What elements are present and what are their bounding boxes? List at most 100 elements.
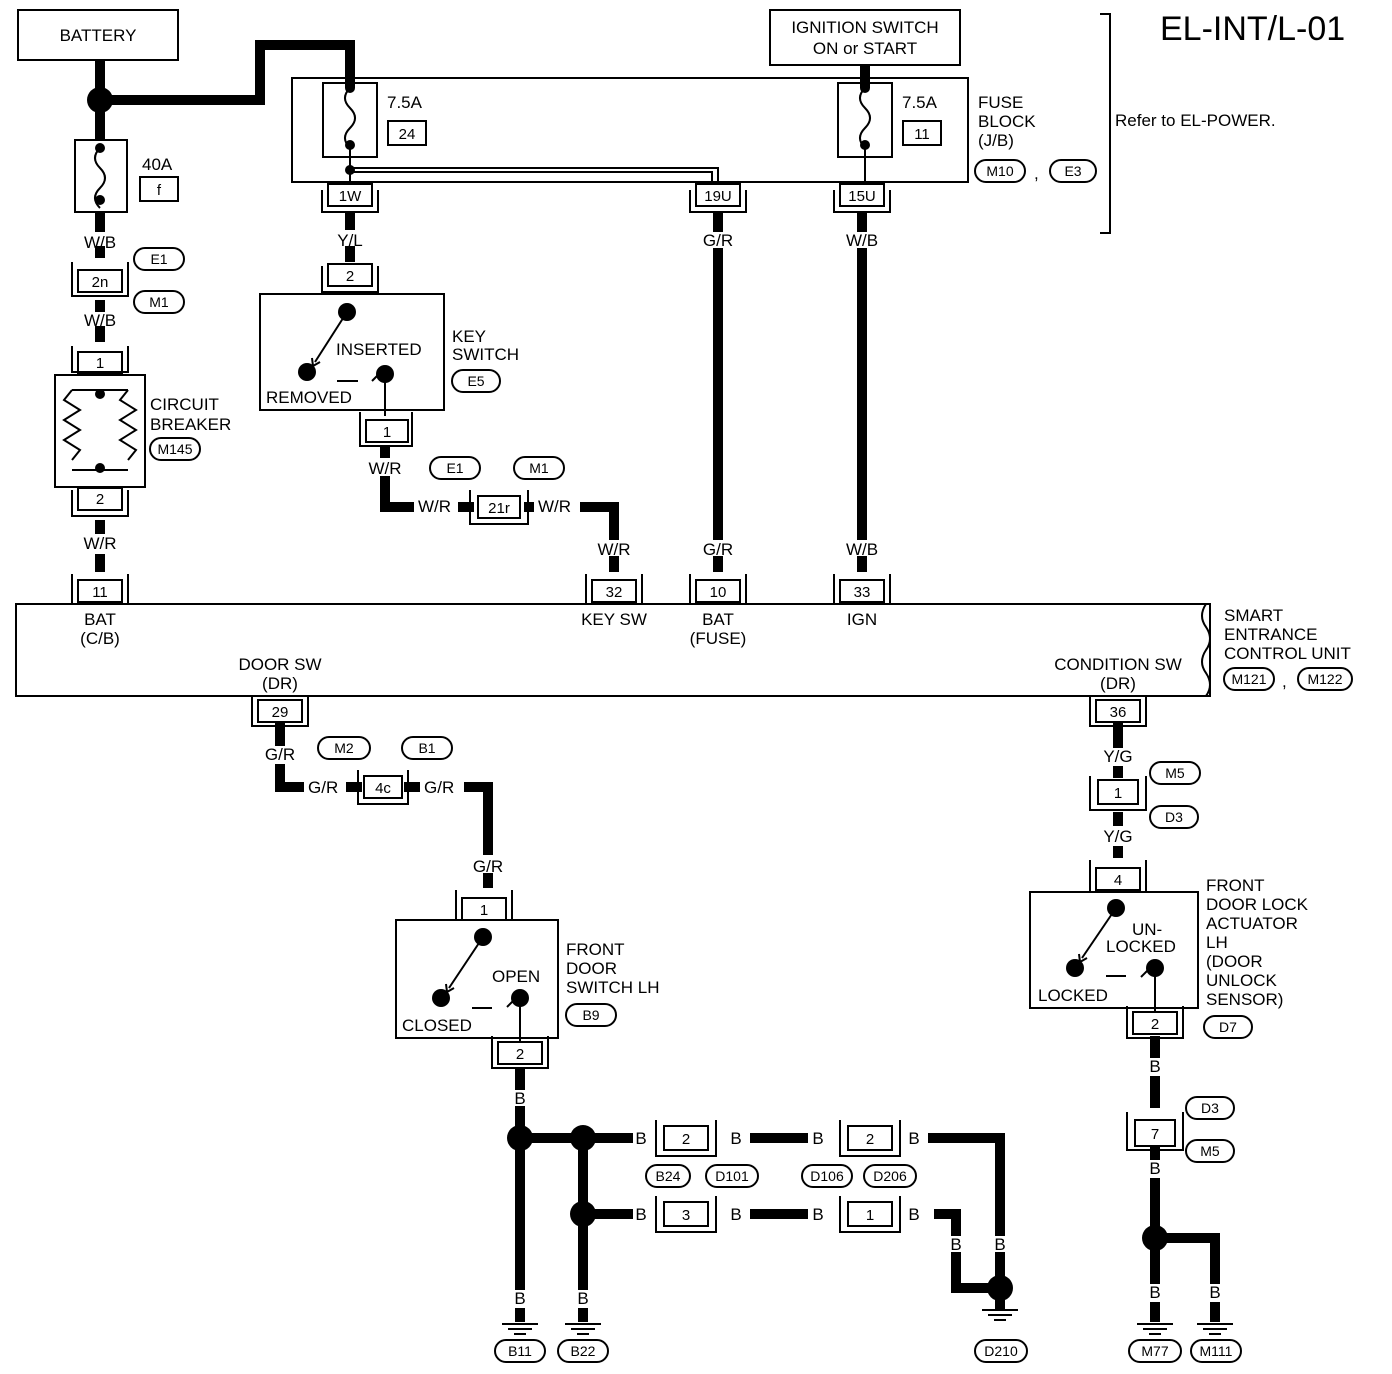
ground-splice-2 bbox=[570, 1125, 596, 1151]
fuse-24-amp: 7.5A bbox=[387, 93, 423, 112]
ground-m77: M77 bbox=[1141, 1343, 1168, 1359]
wire-b-r1c: B bbox=[812, 1129, 823, 1148]
actuator-label-7: SENSOR) bbox=[1206, 990, 1283, 1009]
terminal-1w: 1W bbox=[339, 188, 362, 205]
unit-label-cb: (C/B) bbox=[80, 629, 120, 648]
wire-gr-mid: G/R bbox=[703, 540, 733, 559]
unit-label-condition-dr: (DR) bbox=[1100, 674, 1136, 693]
battery-box bbox=[17, 9, 179, 61]
connector-d101: D101 bbox=[715, 1168, 749, 1184]
refer-text: Refer to EL-POWER. bbox=[1115, 111, 1276, 130]
wire-yl: Y/L bbox=[337, 231, 363, 250]
wire-b-d210b: B bbox=[994, 1235, 1005, 1254]
terminal-19u: 19U bbox=[704, 188, 732, 205]
key-switch-inserted: INSERTED bbox=[336, 340, 422, 359]
unit-pin-32: 32 bbox=[606, 584, 623, 601]
wire-wb-2: W/B bbox=[84, 311, 116, 330]
fusible-id: f bbox=[157, 182, 162, 199]
wire-b-act: B bbox=[1149, 1057, 1160, 1076]
unit-conn-m122: M122 bbox=[1307, 671, 1342, 687]
actuator-un: UN- bbox=[1132, 920, 1162, 939]
wire-b-r1a: B bbox=[635, 1129, 646, 1148]
wire-wb-mid: W/B bbox=[846, 540, 878, 559]
unit-label-condition-sw: CONDITION SW bbox=[1054, 655, 1182, 674]
wire-yg-2: Y/G bbox=[1103, 827, 1132, 846]
unit-pin-10: 10 bbox=[710, 584, 727, 601]
fuse-block-label-2: BLOCK bbox=[978, 112, 1036, 131]
ground-splice-4 bbox=[987, 1275, 1013, 1301]
refer-bracket bbox=[1100, 13, 1111, 234]
unit-label-ign: IGN bbox=[847, 610, 877, 629]
wire-wb-1: W/B bbox=[84, 233, 116, 252]
circuit-breaker-conn: M145 bbox=[157, 441, 192, 457]
ground-b11: B11 bbox=[508, 1343, 532, 1359]
wire-wr-b: W/R bbox=[538, 497, 571, 516]
actuator-conn: D7 bbox=[1219, 1019, 1237, 1035]
unit-title-1: SMART bbox=[1224, 606, 1283, 625]
unit-label-door-dr: (DR) bbox=[262, 674, 298, 693]
fuse-block-label-3: (J/B) bbox=[978, 131, 1014, 150]
actuator-locked-top: LOCKED bbox=[1106, 937, 1176, 956]
actuator-label-1: FRONT bbox=[1206, 876, 1265, 895]
wire-gr-top: G/R bbox=[703, 231, 733, 250]
unit-pin-11: 11 bbox=[92, 584, 108, 601]
wire-b-r1d: B bbox=[908, 1129, 919, 1148]
unit-label-bat-fuse-2: (FUSE) bbox=[690, 629, 747, 648]
ignition-label-1: IGNITION SWITCH bbox=[791, 18, 938, 37]
wire-b-r2d: B bbox=[908, 1205, 919, 1224]
wire-gr-a: G/R bbox=[308, 778, 338, 797]
actuator-locked: LOCKED bbox=[1038, 986, 1108, 1005]
ground-splice-5 bbox=[1142, 1225, 1168, 1251]
front-door-switch bbox=[395, 890, 559, 1069]
door-switch-pin-bottom: 2 bbox=[516, 1046, 524, 1063]
terminal-15u: 15U bbox=[848, 188, 876, 205]
unit-title-2: ENTRANCE bbox=[1224, 625, 1318, 644]
wire-b-r1b: B bbox=[730, 1129, 741, 1148]
circuit-breaker-label-2: BREAKER bbox=[150, 415, 231, 434]
actuator-label-6: UNLOCK bbox=[1206, 971, 1278, 990]
battery-splice bbox=[87, 87, 113, 113]
connector-e1-mid: E1 bbox=[446, 460, 463, 476]
connector-3: 3 bbox=[682, 1207, 690, 1224]
key-switch-pin-top: 2 bbox=[346, 268, 354, 285]
key-switch-removed: REMOVED bbox=[266, 388, 352, 407]
connector-d106: D106 bbox=[810, 1168, 844, 1184]
connector-1-bottom: 1 bbox=[866, 1207, 874, 1224]
fusible-link bbox=[74, 139, 128, 213]
connector-e1-top: E1 bbox=[150, 251, 167, 267]
connector-2-right: 2 bbox=[866, 1131, 874, 1148]
connector-m5-a: M5 bbox=[1165, 765, 1185, 781]
wire-b-r2c: B bbox=[812, 1205, 823, 1224]
wire-b-act2: B bbox=[1149, 1159, 1160, 1178]
actuator-pin-top: 4 bbox=[1114, 872, 1122, 889]
connector-4c: 4c bbox=[375, 780, 391, 797]
control-unit bbox=[15, 603, 1211, 697]
ground-splice-1 bbox=[507, 1125, 533, 1151]
fuse-block-conn-e3: E3 bbox=[1064, 163, 1081, 179]
unit-label-key-sw: KEY SW bbox=[581, 610, 647, 629]
wire-wr-key: W/R bbox=[368, 459, 401, 478]
key-switch-label-1: KEY bbox=[452, 327, 486, 346]
fuse-block-label-1: FUSE bbox=[978, 93, 1023, 112]
key-switch-label-2: SWITCH bbox=[452, 345, 519, 364]
door-switch-label-3: SWITCH LH bbox=[566, 978, 660, 997]
wire-b-b11: B bbox=[514, 1289, 525, 1308]
page-id: EL-INT/L-01 bbox=[1160, 10, 1345, 48]
wire-b-d210a: B bbox=[950, 1235, 961, 1254]
door-switch-open: OPEN bbox=[492, 967, 540, 986]
battery-label: BATTERY bbox=[60, 26, 137, 45]
connector-2n: 2n bbox=[92, 274, 109, 291]
door-lock-actuator bbox=[1029, 860, 1199, 1039]
key-switch-pin-bottom: 1 bbox=[383, 424, 391, 441]
actuator-label-3: ACTUATOR bbox=[1206, 914, 1298, 933]
wire-yg-1: Y/G bbox=[1103, 747, 1132, 766]
fuse-24-number: 24 bbox=[399, 126, 416, 143]
circuit-breaker bbox=[54, 346, 146, 517]
circuit-breaker-pin-2: 2 bbox=[96, 491, 104, 508]
wire-b-m77: B bbox=[1149, 1283, 1160, 1302]
connector-21r: 21r bbox=[488, 500, 510, 517]
unit-conn-m121: M121 bbox=[1231, 671, 1266, 687]
unit-conn-sep: , bbox=[1282, 672, 1287, 691]
wire-b-m111: B bbox=[1209, 1283, 1220, 1302]
